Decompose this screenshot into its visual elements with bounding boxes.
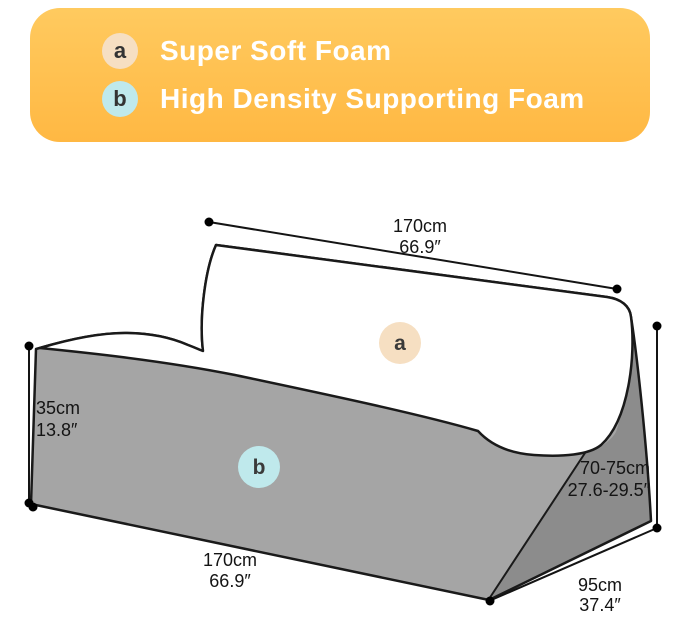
sofa-base-side-face [489, 317, 651, 600]
dimension-left-cm: 35cm [36, 398, 80, 418]
endpoint-dot [24, 341, 34, 351]
endpoint-dot [652, 321, 662, 331]
marker-a-badge [379, 322, 421, 364]
sofa-top-foam-surface [38, 243, 634, 457]
marker-b-badge [238, 446, 280, 488]
legend-label-b: High Density Supporting Foam [160, 83, 585, 114]
endpoint-dot [485, 596, 495, 606]
dimension-top-cm: 170cm [393, 216, 447, 236]
dimension-bottom-inch: 66.9″ [209, 571, 251, 591]
dimension-bottom-cm: 170cm [203, 550, 257, 570]
dimension-line-top [208, 221, 618, 290]
dimension-depth-cm: 95cm [578, 575, 622, 595]
marker-a: a [379, 322, 421, 364]
endpoint-dot [28, 502, 38, 512]
endpoint-dot [612, 284, 622, 294]
endpoint-dot [204, 217, 214, 227]
sofa-corner-edge [488, 452, 586, 600]
legend-item-b: b High Density Supporting Foam [102, 81, 650, 117]
dimension-endpoint-dots [24, 217, 662, 606]
legend-key-b-badge: b [102, 81, 138, 117]
dimension-depth-inch: 37.4″ [579, 595, 621, 615]
sofa-drawing [29, 243, 653, 602]
dimension-top-inch: 66.9″ [399, 237, 441, 257]
legend-key-a-badge: a [102, 33, 138, 69]
marker-b-letter: b [253, 456, 266, 479]
legend-label-a: Super Soft Foam [160, 35, 392, 66]
endpoint-dot [652, 523, 662, 533]
legend-banner: a Super Soft Foam b High Density Support… [30, 8, 650, 142]
dimension-left-inch: 13.8″ [36, 420, 78, 440]
marker-a-letter: a [394, 332, 406, 355]
marker-b: b [238, 446, 280, 488]
legend-item-a: a Super Soft Foam [102, 33, 650, 69]
dimension-line-depth [488, 527, 658, 602]
dimension-labels: 170cm 66.9″ 35cm 13.8″ 70-75cm 27.6-29.5… [36, 216, 651, 615]
dimension-lines [28, 221, 658, 602]
dimension-right-cm: 70-75cm [580, 458, 650, 478]
dimension-right-inch: 27.6-29.5″ [568, 480, 651, 500]
